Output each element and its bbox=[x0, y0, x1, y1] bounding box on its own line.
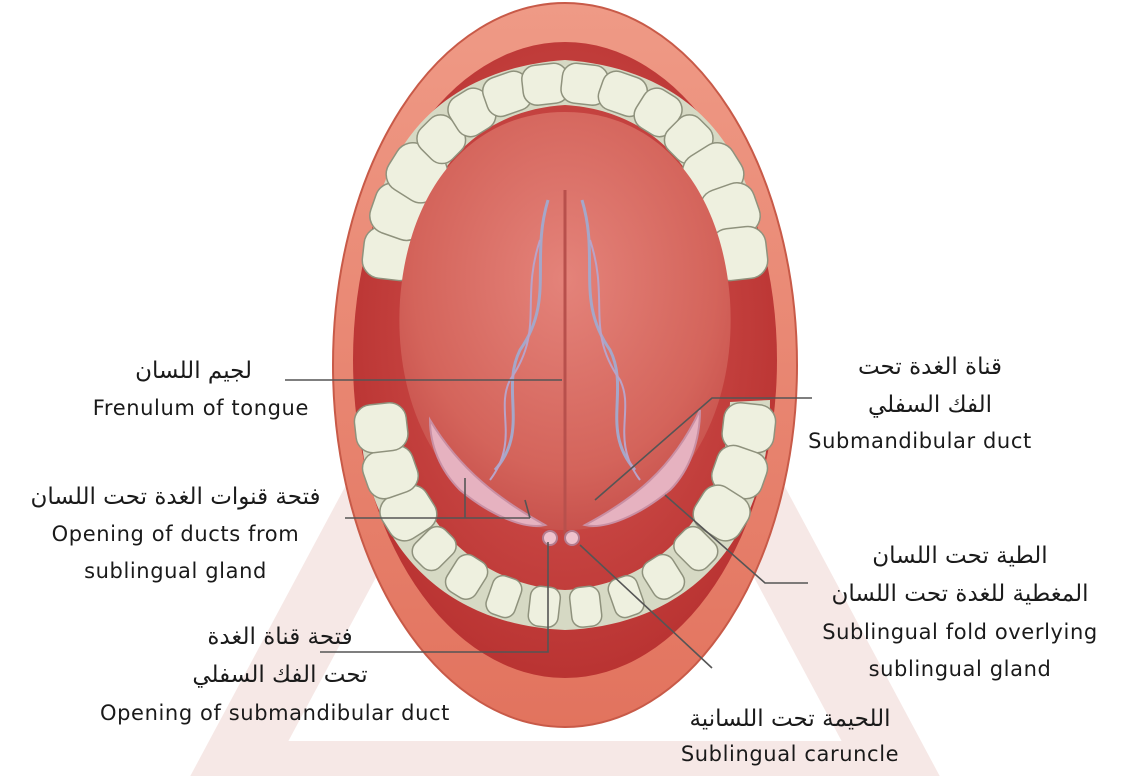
lower-tooth bbox=[353, 401, 410, 455]
sublingual-ducts-label-en-1: Opening of ducts from bbox=[8, 524, 343, 545]
submandibular-opening-label-ar-1: فتحة قناة الغدة bbox=[80, 626, 480, 649]
submandibular-opening-label-en: Opening of submandibular duct bbox=[60, 703, 490, 724]
caruncle-label-ar: اللحيمة تحت اللسانية bbox=[640, 708, 940, 731]
sublingual-ducts-label-en-2: sublingual gland bbox=[8, 561, 343, 582]
caruncle-left bbox=[543, 531, 557, 545]
sublingual-fold-label-en-2: sublingual gland bbox=[800, 659, 1120, 680]
sublingual-ducts-label-ar: فتحة قنوات الغدة تحت اللسان bbox=[8, 486, 343, 509]
sublingual-fold-label-en-1: Sublingual fold overlying bbox=[800, 622, 1120, 643]
sublingual-fold-label-ar-1: الطية تحت اللسان bbox=[800, 545, 1120, 568]
caruncle-right bbox=[565, 531, 579, 545]
sublingual-fold-label-ar-2: المغطية للغدة تحت اللسان bbox=[800, 583, 1120, 606]
submandibular-opening-label-ar-2: تحت الفك السفلي bbox=[80, 664, 480, 687]
submandibular-duct-label-en: Submandibular duct bbox=[780, 431, 1060, 452]
submandibular-duct-label-ar-1: قناة الغدة تحت bbox=[800, 356, 1060, 379]
lower-tooth bbox=[569, 585, 603, 628]
lower-tooth bbox=[527, 585, 561, 628]
frenulum-label-en: Frenulum of tongue bbox=[93, 398, 309, 419]
frenulum-label-ar: لجيم اللسان bbox=[135, 360, 252, 383]
caruncle-label-en: Sublingual caruncle bbox=[640, 744, 940, 765]
submandibular-duct-label-ar-2: الفك السفلي bbox=[800, 394, 1060, 417]
